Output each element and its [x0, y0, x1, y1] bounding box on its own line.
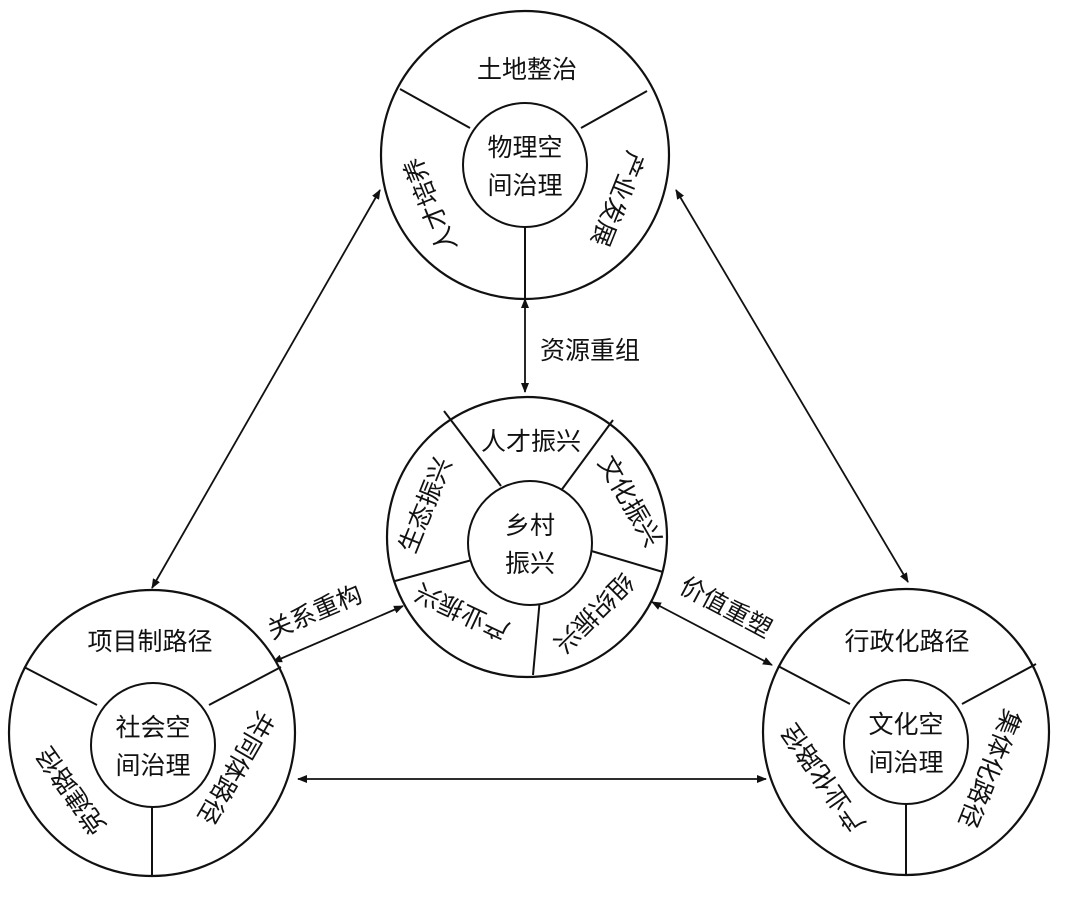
middle-divider-5	[394, 559, 473, 582]
arrow-top-right	[675, 189, 909, 583]
left-circle-inner	[90, 682, 216, 808]
middle-center-line2: 振兴	[505, 549, 555, 578]
left-segment-top: 项目制路径	[87, 627, 212, 656]
top-segment-top: 土地整治	[477, 55, 577, 84]
middle-divider-3	[587, 549, 664, 573]
left-center-line2: 间治理	[115, 751, 190, 780]
top-center-line1: 物理空	[487, 133, 562, 162]
right-divider-right	[961, 663, 1037, 705]
left-divider-left	[23, 666, 98, 706]
right-center-line1: 文化空	[868, 710, 943, 739]
left-divider-right	[208, 666, 282, 706]
middle-center-line1: 乡村	[505, 511, 555, 540]
middle-circle: 乡村 振兴 人才振兴 文化振兴 组织振兴 产业振兴 生态振兴	[385, 395, 669, 679]
top-divider-left	[399, 88, 471, 129]
arrow-right-middle	[651, 601, 773, 666]
middle-divider-4	[532, 597, 541, 676]
connector-label-left-middle: 关系重构	[263, 579, 366, 645]
connector-lines	[151, 189, 909, 783]
top-divider-right	[580, 90, 648, 129]
arrow-left-middle	[272, 605, 404, 663]
top-circle-inner	[462, 102, 588, 228]
right-circle-inner	[843, 679, 969, 805]
top-center-line2: 间治理	[487, 171, 562, 200]
left-circle: 社会空 间治理 项目制路径 党建路径 共同体路径	[7, 588, 297, 878]
middle-circle-inner	[467, 480, 593, 606]
top-circle: 物理空 间治理 土地整治 人才培养 产业发展	[379, 9, 671, 301]
arrow-top-left	[151, 189, 381, 589]
middle-divider-2	[559, 419, 614, 493]
middle-segment-top: 人才振兴	[481, 427, 581, 456]
right-center-line2: 间治理	[868, 748, 943, 777]
right-segment-top: 行政化路径	[844, 627, 969, 656]
right-divider-left	[777, 665, 851, 705]
right-circle: 文化空 间治理 行政化路径 产业化路径 集体化路径	[761, 587, 1051, 877]
middle-divider-1	[443, 410, 502, 487]
connector-label-right-middle: 价值重塑	[675, 571, 777, 644]
connector-label-top-middle: 资源重组	[540, 336, 640, 365]
left-center-line1: 社会空	[115, 713, 190, 742]
